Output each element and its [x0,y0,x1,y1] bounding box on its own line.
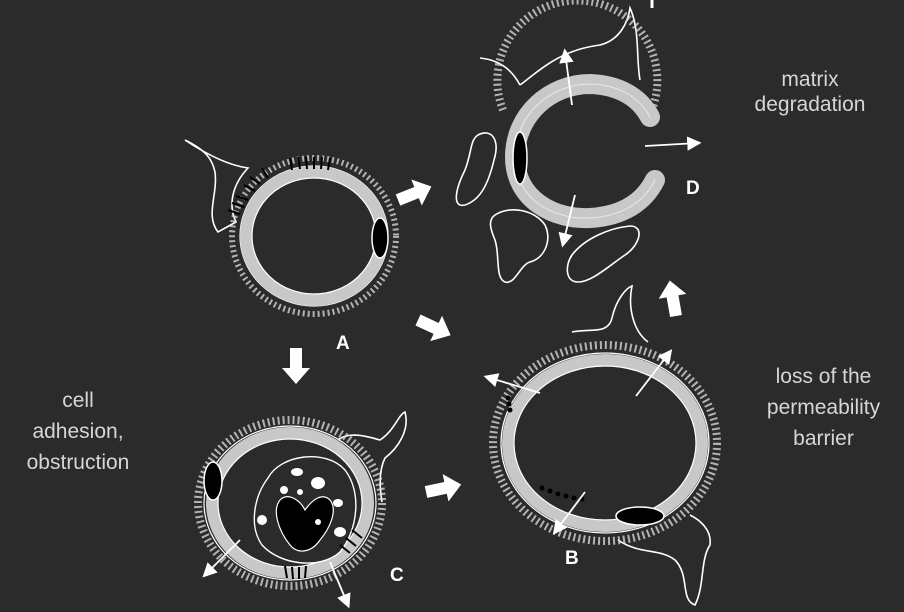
vessel-a [185,140,396,314]
label-cell-adhesion: cell adhesion, obstruction [8,388,148,475]
matrix-line2: degradation [735,92,885,117]
panel-label-b: B [565,548,579,570]
arrow-b-to-d [656,278,690,318]
vessel-c [198,412,406,605]
label-permeability-barrier: loss of the permeability barrier [746,364,901,451]
vessel-a-nucleus [372,218,388,258]
vessel-b [487,286,717,605]
arrow-c-to-b [423,471,464,506]
arrow-a-to-c [282,348,310,384]
vessel-d-cell-bottom-left [490,210,547,283]
vessel-d-wall [515,84,655,218]
permeability-line3: barrier [746,426,901,451]
arrow-a-to-b [412,307,456,348]
vessel-d-nucleus [513,132,527,184]
panel-label-d: D [686,178,700,200]
vessel-d [456,0,698,282]
panel-label-a: A [336,333,350,355]
arrow-a-to-d [393,174,437,213]
vessel-b-pericyte-top [572,286,648,342]
adhesion-line2: adhesion, [8,419,148,444]
adhesion-line1: cell [8,388,148,413]
matrix-line1: matrix [735,67,885,92]
vessel-b-nucleus [616,507,664,525]
panel-label-c: C [390,565,404,587]
label-matrix-degradation: matrix degradation [735,67,885,117]
vessel-d-pericyte [480,8,640,85]
vessel-a-pericyte [185,140,248,232]
vessel-c-nucleus [204,462,222,500]
vessel-d-cell-bottom-right [567,226,639,282]
permeability-line2: permeability [746,395,901,420]
permeability-line1: loss of the [746,364,901,389]
adhesion-line3: obstruction [8,450,148,475]
vessel-d-cell-left [456,133,496,205]
